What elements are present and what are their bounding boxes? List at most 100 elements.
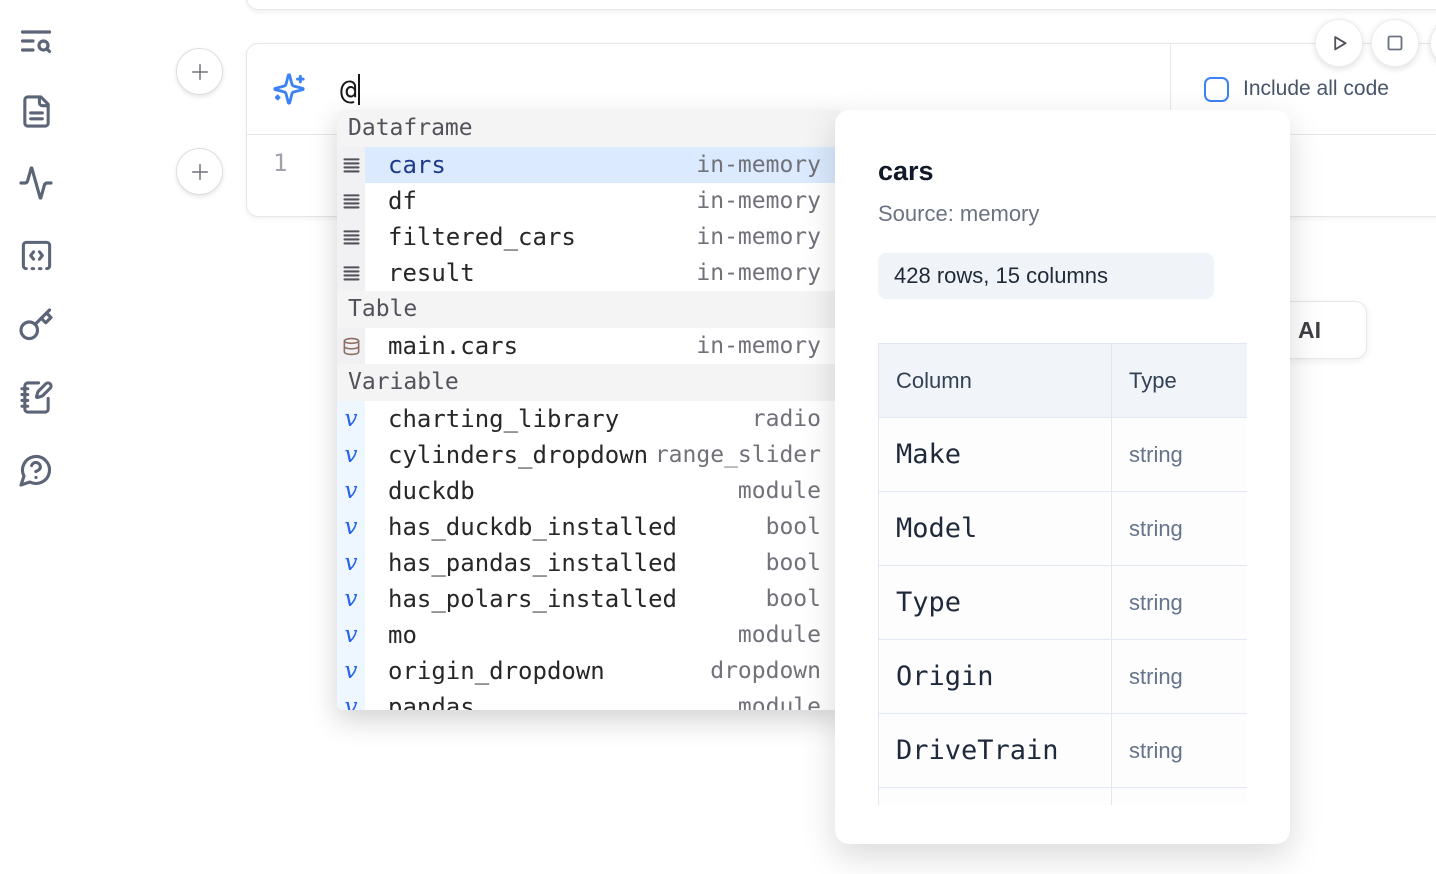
sidebar <box>0 0 72 874</box>
code-snippet-icon[interactable] <box>17 236 55 274</box>
dataframe-preview-popup: cars Source: memory 428 rows, 15 columns… <box>835 110 1290 844</box>
completion-item-pandas[interactable]: v pandas module <box>337 689 843 710</box>
divider <box>1170 44 1171 134</box>
sparkles-icon <box>272 72 306 106</box>
completion-section-label: Table <box>337 291 843 328</box>
completion-item-name: cars <box>388 151 446 179</box>
completion-item-type: module <box>737 694 821 710</box>
completion-item-type: in-memory <box>696 224 821 250</box>
completion-item-type: dropdown <box>710 658 821 684</box>
completion-item-name: has_duckdb_installed <box>388 513 677 541</box>
dataframe-icon <box>337 183 365 219</box>
completion-item-name: has_pandas_installed <box>388 549 677 577</box>
completion-item-result[interactable]: result in-memory <box>337 255 843 291</box>
completion-item-type: radio <box>751 406 821 432</box>
code-editor[interactable]: 1 <box>247 135 1436 177</box>
completion-item-type: range_slider <box>654 442 821 468</box>
completion-item-type: module <box>737 478 821 504</box>
completion-item-name: has_polars_installed <box>388 585 677 613</box>
completion-item-name: duckdb <box>388 477 475 505</box>
completion-item-name: result <box>388 259 475 287</box>
add-cell-button-bottom[interactable] <box>176 148 223 195</box>
variable-icon: v <box>337 689 365 710</box>
completion-item-has_duckdb_installed[interactable]: v has_duckdb_installed bool <box>337 509 843 545</box>
include-all-code-checkbox[interactable] <box>1204 76 1229 102</box>
schema-column-type: string <box>1111 639 1247 714</box>
variable-icon: v <box>337 473 365 509</box>
plus-icon <box>191 163 208 180</box>
schema-row-partial <box>878 787 1247 805</box>
completion-item-filtered_cars[interactable]: filtered_cars in-memory <box>337 219 843 255</box>
completion-item-name: origin_dropdown <box>388 657 605 685</box>
variable-icon: v <box>337 437 365 473</box>
schema-column-type: string <box>1111 565 1247 640</box>
schema-header-column: Column <box>878 343 1112 418</box>
completion-item-main.cars[interactable]: main.cars in-memory <box>337 328 843 364</box>
completion-item-has_polars_installed[interactable]: v has_polars_installed bool <box>337 581 843 617</box>
file-text-icon[interactable] <box>17 92 55 130</box>
schema-column-name: Make <box>878 417 1112 492</box>
variable-icon: v <box>337 545 365 581</box>
completion-item-cars[interactable]: cars in-memory <box>337 147 843 183</box>
dataframe-icon <box>337 147 365 183</box>
completion-item-name: main.cars <box>388 332 519 360</box>
completion-item-type: in-memory <box>696 333 821 359</box>
completion-item-type: bool <box>765 586 821 612</box>
completion-item-df[interactable]: df in-memory <box>337 183 843 219</box>
add-cell-button-top[interactable] <box>176 48 223 95</box>
variable-icon: v <box>337 653 365 689</box>
shape-badge: 428 rows, 15 columns <box>878 253 1214 299</box>
schema-column-type: string <box>1111 713 1247 788</box>
completion-item-name: filtered_cars <box>388 223 576 251</box>
completion-item-name: df <box>388 187 417 215</box>
preview-title: cars <box>878 156 934 186</box>
variable-icon: v <box>337 581 365 617</box>
completion-item-name: cylinders_dropdown <box>388 441 649 469</box>
completion-item-name: mo <box>388 621 417 649</box>
help-chat-icon[interactable] <box>17 451 55 489</box>
variable-icon: v <box>337 617 365 653</box>
schema-column-name: Type <box>878 565 1112 640</box>
plus-icon <box>191 63 208 80</box>
completion-section-label: Variable <box>337 364 843 401</box>
schema-column-type: string <box>1111 491 1247 566</box>
completion-item-type: in-memory <box>696 188 821 214</box>
completion-item-type: in-memory <box>696 152 821 178</box>
previous-cell-edge <box>246 0 1436 10</box>
schema-column-name: DriveTrain <box>878 713 1112 788</box>
activity-icon[interactable] <box>17 164 55 202</box>
text-caret <box>357 73 360 105</box>
square-stop-icon <box>1387 35 1403 51</box>
variable-icon: v <box>337 509 365 545</box>
include-all-code-toggle[interactable]: Include all code <box>1204 44 1389 134</box>
completion-item-type: in-memory <box>696 260 821 286</box>
schema-header-type: Type <box>1111 343 1247 418</box>
key-icon[interactable] <box>17 306 55 344</box>
completion-item-origin_dropdown[interactable]: v origin_dropdown dropdown <box>337 653 843 689</box>
run-cell-button[interactable] <box>1315 19 1363 67</box>
completion-item-name: pandas <box>388 693 475 710</box>
schema-column-name: Model <box>878 491 1112 566</box>
ai-prompt-input[interactable]: @ <box>340 73 360 106</box>
schema-column-type: string <box>1111 417 1247 492</box>
text-search-icon[interactable] <box>17 22 55 60</box>
line-number: 1 <box>273 149 288 177</box>
variable-icon: v <box>337 401 365 437</box>
dataframe-icon <box>337 255 365 291</box>
stop-button[interactable] <box>1371 19 1419 67</box>
notebook-pen-icon[interactable] <box>17 378 55 416</box>
ai-prompt-text: @ <box>340 72 357 106</box>
completion-item-type: bool <box>765 514 821 540</box>
